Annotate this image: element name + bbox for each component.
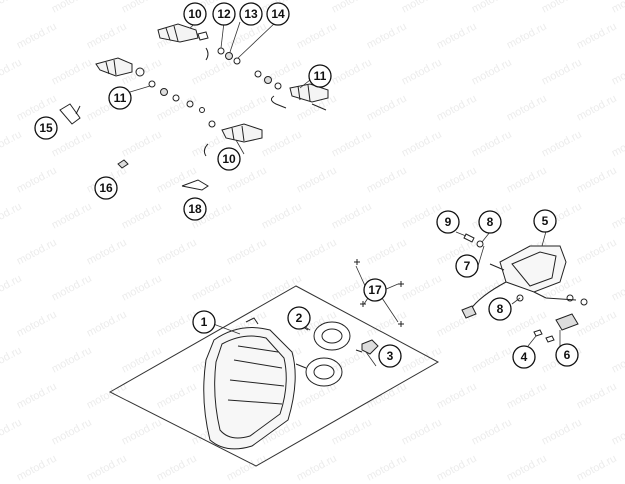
callout-7-label: 7 [464,259,471,273]
license-light-bracket [489,245,577,301]
diagram-canvas: 10 12 13 14 11 11 [34,2,588,467]
callout-15-label: 15 [39,121,53,135]
callout-6-label: 6 [564,348,571,362]
callout-15: 15 [34,116,58,140]
callout-16: 16 [94,176,118,200]
callout-12: 12 [212,2,236,26]
headlight-bulb [355,339,379,355]
callout-group: 10 12 13 14 11 11 [34,2,579,369]
turn-signal-top [157,23,209,61]
callout-12-label: 12 [217,7,231,21]
callout-11-right-label: 11 [314,69,327,83]
callout-9: 9 [436,210,460,234]
turn-signal-lower [203,120,263,157]
callout-9-label: 9 [445,215,452,229]
callout-2: 2 [287,306,311,330]
turn-signal-right [254,70,329,111]
callout-17: 17 [363,278,387,302]
callout-2-label: 2 [296,311,303,325]
callout-16-label: 16 [99,181,113,195]
callout-10-bottom: 10 [217,147,241,171]
callout-11-right: 11 [308,64,332,88]
callout-1: 1 [192,310,216,334]
callout-7: 7 [455,254,479,278]
callout-11-left: 11 [108,86,132,110]
headlight-assembly [108,285,440,467]
callout-3-label: 3 [387,349,394,363]
callout-11-left-label: 11 [114,91,127,105]
callout-17-label: 17 [368,283,382,297]
screws-17 [354,259,404,327]
turn-signal-front-left [95,57,205,113]
screw-9-washer-8 [463,233,484,248]
part-18-bracket [181,179,209,191]
callout-8-bottom: 8 [488,297,512,321]
callout-3: 3 [378,344,402,368]
wire-harness [461,281,588,319]
callout-4-label: 4 [521,350,528,364]
callout-6: 6 [555,343,579,367]
license-light-lens [533,313,579,343]
callout-1-label: 1 [201,315,208,329]
callout-8-top-label: 8 [487,215,494,229]
callout-14-label: 14 [271,7,285,21]
callout-10-top: 10 [183,2,207,26]
callout-14: 14 [266,2,290,26]
part-15-wire-clip [59,103,81,125]
callout-13-label: 13 [244,7,258,21]
callout-4: 4 [512,345,536,369]
callout-5: 5 [533,209,557,233]
callout-8-bottom-label: 8 [497,302,504,316]
part-16-bulb [117,159,129,169]
reflector-lenses [295,321,351,387]
callout-18: 18 [183,197,207,221]
hardware-12-13-14 [217,47,241,65]
callout-8-top: 8 [478,210,502,234]
callout-18-label: 18 [188,202,202,216]
callout-13: 13 [239,2,263,26]
callout-10-bottom-label: 10 [222,152,236,166]
callout-10-top-label: 10 [188,7,202,21]
callout-5-label: 5 [542,214,549,228]
